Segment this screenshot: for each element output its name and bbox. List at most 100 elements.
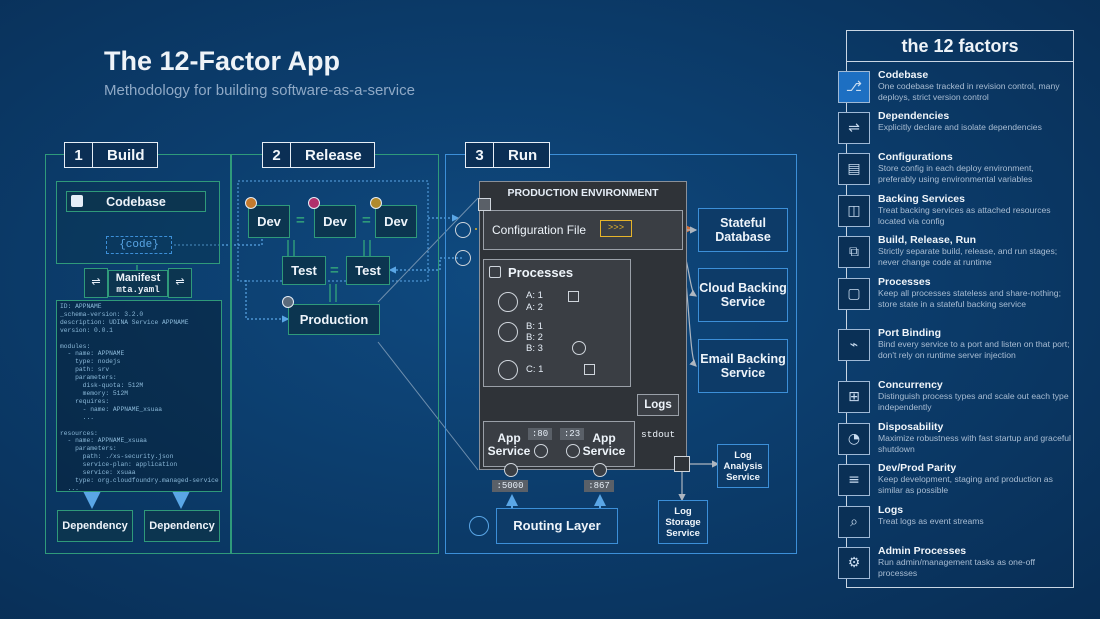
yaml-panel	[56, 300, 222, 492]
dependency-box-1[interactable]: Dependency	[57, 510, 133, 542]
routing-layer[interactable]: Routing Layer	[496, 508, 618, 544]
production-box[interactable]: Production	[288, 304, 380, 335]
proc-b3: B: 3	[526, 343, 543, 354]
app-service-1[interactable]: App Service	[487, 431, 531, 458]
share-icon: ⇌	[84, 268, 108, 298]
email-backing-service[interactable]: Email Backing Service	[698, 339, 788, 393]
factor-description: Strictly separate build, release, and ru…	[878, 246, 1058, 267]
share-icon: ⇌	[168, 268, 192, 298]
build-label: Build	[107, 146, 145, 164]
factor-title: Codebase	[878, 69, 929, 81]
manifest-title: Manifest	[115, 271, 161, 284]
dev-box-2[interactable]: Dev	[314, 205, 356, 238]
dev-box-1[interactable]: Dev	[248, 205, 290, 238]
log-icon	[674, 456, 690, 472]
factor-description: Store config in each deploy environment,…	[878, 163, 1034, 184]
factor-title: Backing Services	[878, 193, 965, 205]
square-icon	[584, 364, 595, 375]
codebase-label: Codebase	[106, 194, 166, 209]
plug-icon	[504, 463, 518, 477]
factor-title: Logs	[878, 504, 904, 516]
page-subtitle: Methodology for building software-as-a-s…	[104, 82, 415, 99]
run-panel	[445, 154, 797, 554]
factor-title: Build, Release, Run	[878, 234, 977, 246]
proc-c1: C: 1	[526, 364, 544, 375]
port-23: :23	[560, 428, 584, 440]
link-icon	[455, 222, 471, 238]
user-icon	[308, 197, 320, 209]
test-box-2[interactable]: Test	[346, 256, 390, 285]
user-icon	[370, 197, 382, 209]
factor-title: Disposability	[878, 421, 944, 433]
log-analysis-service[interactable]: Log Analysis Service	[717, 444, 769, 488]
git-icon: ⎇	[838, 71, 870, 103]
factor-description: Treat logs as event streams	[878, 516, 984, 526]
dependency-box-2[interactable]: Dependency	[144, 510, 220, 542]
git-icon	[71, 195, 83, 207]
config-file-label: Configuration File	[492, 223, 587, 237]
share-icon: ⇌	[838, 112, 870, 144]
database-icon: ◫	[838, 195, 870, 227]
equals-sign: =	[330, 262, 339, 279]
factor-description: Maximize robustness with fast startup an…	[878, 433, 1071, 454]
process-icon: ▢	[838, 278, 870, 310]
factor-description: Treat backing services as attached resou…	[878, 205, 1051, 226]
file-icon: ▤	[838, 153, 870, 185]
dev-box-3[interactable]: Dev	[375, 205, 417, 238]
log-icon: ⌕	[838, 506, 870, 538]
plug-icon	[593, 463, 607, 477]
test-box-1[interactable]: Test	[282, 256, 326, 285]
config-file-box[interactable]	[483, 210, 683, 250]
manifest-box[interactable]: Manifest mta.yaml	[108, 270, 168, 297]
process-c-icon	[498, 360, 518, 380]
proc-a2: A: 2	[526, 302, 543, 313]
code-tag: {code}	[106, 236, 172, 254]
app-service-2[interactable]: App Service	[582, 431, 626, 458]
factor-description: Keep all processes stateless and share-n…	[878, 288, 1061, 309]
stateful-database[interactable]: Stateful Database	[698, 208, 788, 252]
app-services-box	[483, 421, 635, 467]
clock-icon	[572, 341, 586, 355]
factor-title: Dev/Prod Parity	[878, 462, 957, 474]
tab-build[interactable]: 1 Build	[64, 142, 158, 168]
user-icon	[455, 250, 471, 266]
stdout-label: stdout	[641, 429, 676, 440]
plug-icon: ⌁	[838, 329, 870, 361]
square-icon	[568, 291, 579, 302]
factor-description: Keep development, staging and production…	[878, 474, 1053, 495]
log-storage-service[interactable]: Log Storage Service	[658, 500, 708, 544]
logs-box[interactable]: Logs	[637, 394, 679, 416]
manifest-file: mta.yaml	[116, 284, 160, 295]
run-number: 3	[466, 143, 494, 167]
factor-description: Run admin/management tasks as one-off pr…	[878, 557, 1036, 578]
config-arrows: >>>	[600, 220, 632, 237]
process-a-icon	[498, 292, 518, 312]
scale-icon: ⊞	[838, 381, 870, 413]
tab-run[interactable]: 3 Run	[465, 142, 551, 168]
equals-sign: =	[362, 212, 371, 229]
clock-icon: ◔	[838, 423, 870, 455]
processes-label: Processes	[508, 265, 574, 280]
port-5000: :5000	[492, 480, 528, 492]
factor-title: Port Binding	[878, 327, 941, 339]
release-number: 2	[263, 143, 291, 167]
factor-description: Distinguish process types and scale out …	[878, 391, 1069, 412]
stages-icon: ⧉	[838, 236, 870, 268]
tab-release[interactable]: 2 Release	[262, 142, 375, 168]
user-icon	[245, 197, 257, 209]
codebase-header[interactable]: Codebase	[66, 191, 206, 212]
cloud-backing-service[interactable]: Cloud Backing Service	[698, 268, 788, 322]
port-80: :80	[528, 428, 552, 440]
